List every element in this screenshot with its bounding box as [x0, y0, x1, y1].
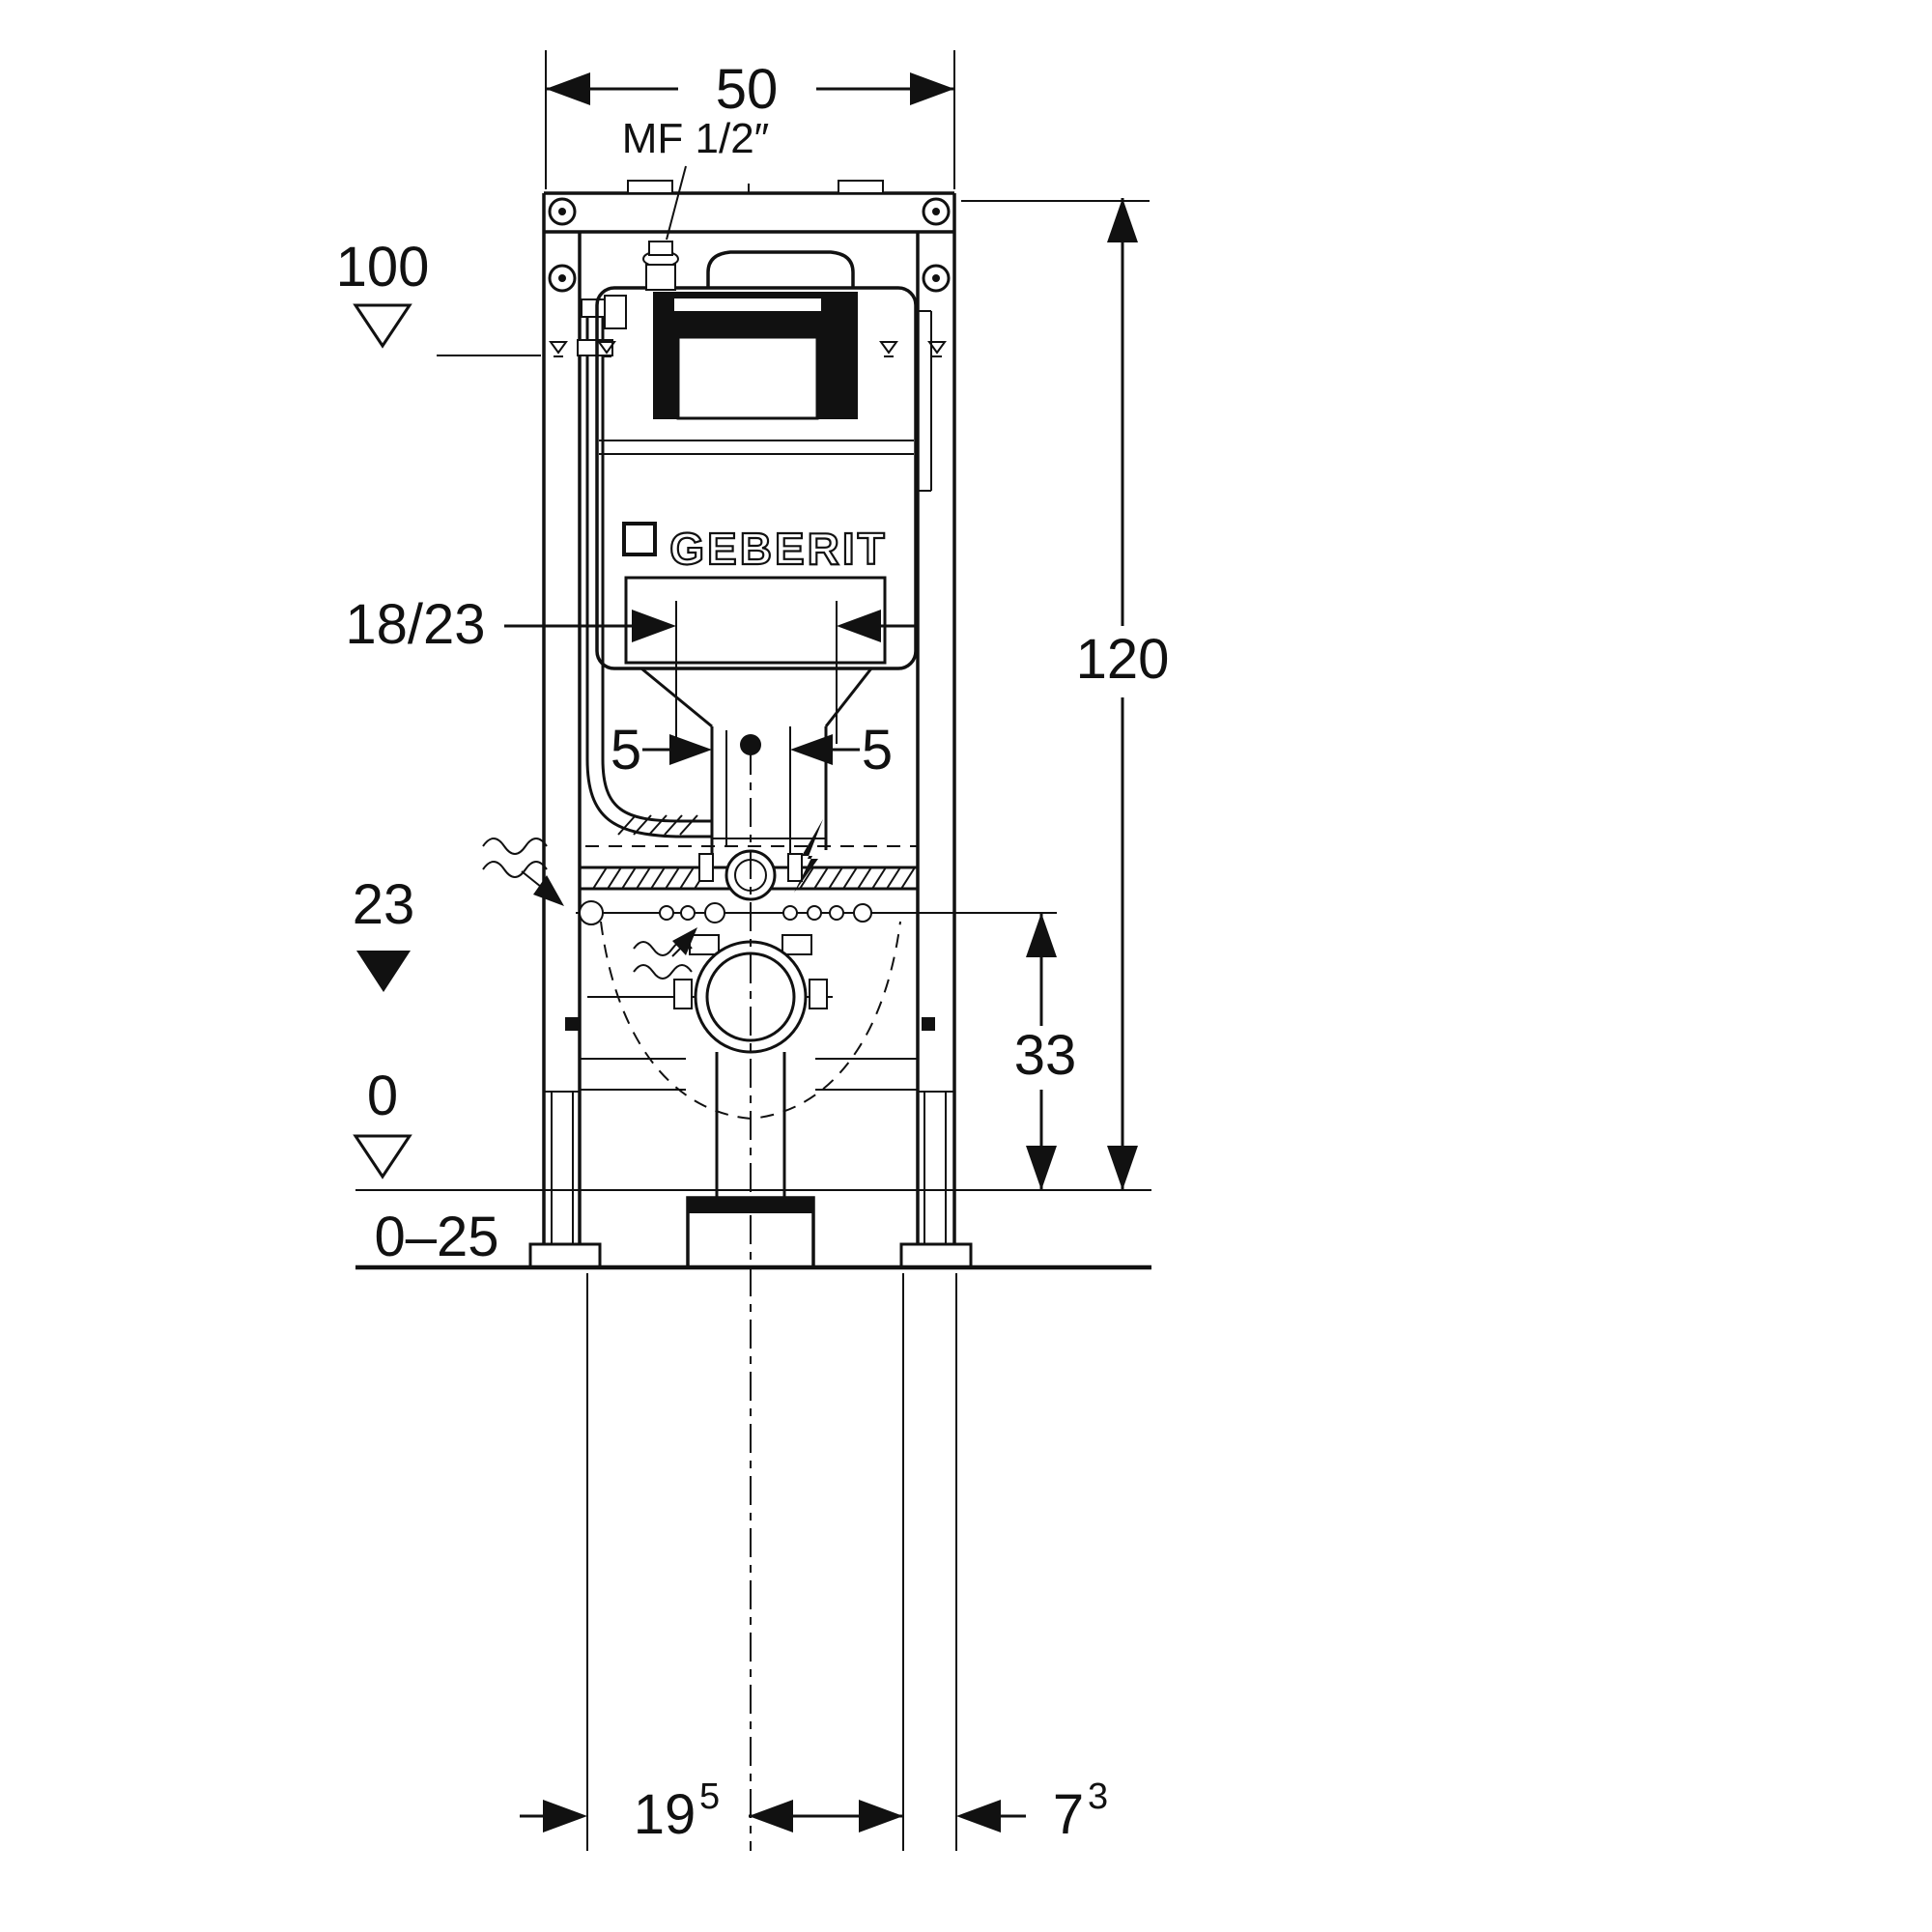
dimension-18-23: 18/23: [345, 593, 918, 744]
top-tab: [627, 180, 673, 194]
top-tab: [838, 180, 884, 194]
center-line: [740, 734, 761, 1851]
dimension-18-23-label: 18/23: [345, 593, 485, 656]
frame-foot: [899, 1242, 973, 1269]
access-window: [676, 335, 819, 420]
flexible-hose-icon-left: [482, 838, 564, 906]
water-level-marks: [549, 341, 947, 357]
dimension-19-5: 19 5: [520, 1776, 903, 1846]
level-0-label: 0: [367, 1065, 398, 1127]
dimension-50-label: 50: [716, 58, 779, 121]
dimension-5-right-label: 5: [862, 719, 893, 781]
mf-label: MF 1/2″: [622, 115, 770, 162]
fill-valve: [604, 295, 627, 329]
level-marker-0: 0: [353, 1065, 412, 1179]
dimension-33-label: 33: [1014, 1024, 1077, 1087]
actuator-cover: [706, 250, 855, 288]
bottom-reference-lines: [586, 1273, 957, 1851]
adjust-range-label: 0–25: [374, 1206, 498, 1268]
corner-screw: [548, 197, 951, 293]
logo-text: GEBERIT: [669, 524, 887, 574]
level-100-label: 100: [336, 236, 430, 298]
dimension-120-label: 120: [1076, 628, 1170, 691]
dimension-7-label: 7: [1053, 1783, 1084, 1846]
level-marker-23: 23: [353, 873, 415, 992]
frame-foot: [528, 1242, 602, 1269]
service-opening: [624, 576, 887, 665]
mounting-frame: [528, 180, 973, 1269]
level-marker-100: 100: [336, 236, 541, 356]
dimension-7-3: 7 3: [956, 1776, 1108, 1846]
dimension-120: 120: [961, 198, 1169, 1190]
dimension-5-left-label: 5: [611, 719, 641, 781]
flexible-hose-icon-right: [633, 927, 697, 980]
dimension-19-sup: 5: [699, 1776, 720, 1817]
electrical-flash-icon: [794, 819, 823, 893]
fixing-holes-row: [576, 900, 1057, 925]
dimension-19-label: 19: [634, 1783, 696, 1846]
dimension-50: 50: [545, 50, 955, 189]
dimension-5-right: 5: [790, 719, 893, 781]
dimension-7-sup: 3: [1088, 1776, 1108, 1817]
drain-socket: [587, 934, 833, 1269]
dimension-5-left: 5: [611, 719, 712, 781]
geberit-logo: GEBERIT: [622, 522, 887, 575]
concealed-cistern: GEBERIT: [595, 241, 932, 670]
level-23-label: 23: [353, 873, 415, 936]
supply-pipe: [577, 298, 712, 838]
dimension-33: 33: [1014, 913, 1077, 1190]
supply-connection-label: MF 1/2″: [622, 115, 770, 241]
